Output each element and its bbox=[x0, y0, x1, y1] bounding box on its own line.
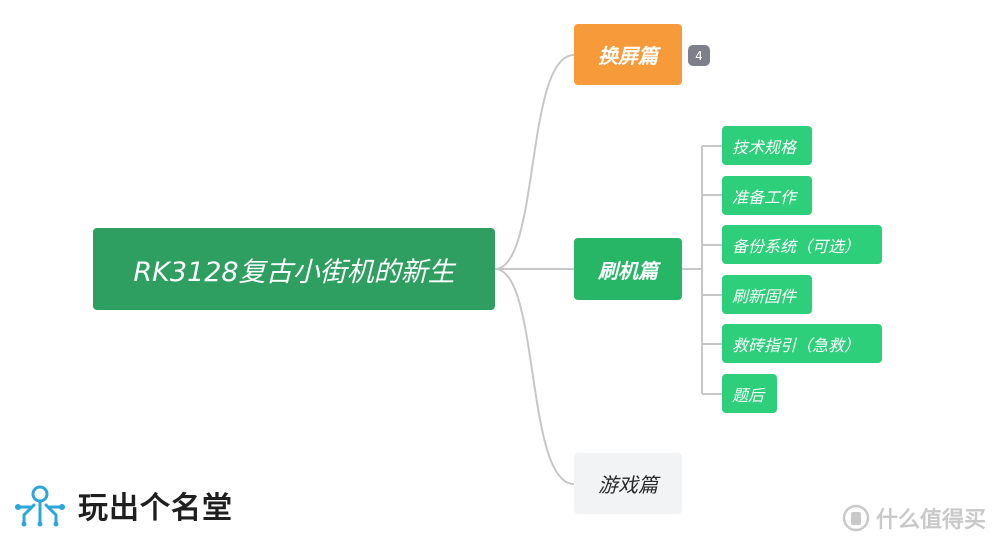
value-badge-icon bbox=[842, 504, 870, 532]
watermark-text: 什么值得买 bbox=[875, 508, 986, 533]
branch-games[interactable]: 游戏篇 bbox=[574, 453, 682, 514]
root-node[interactable]: RK3128复古小街机的新生 bbox=[93, 228, 495, 310]
circuit-person-icon bbox=[15, 485, 65, 527]
leaf-flash-firmware[interactable]: 刷新固件 bbox=[722, 275, 812, 314]
edge-root-swap-screen bbox=[494, 54, 575, 270]
edge-root-games bbox=[494, 268, 575, 485]
leaf-backup-system[interactable]: 备份系统（可选） bbox=[722, 225, 882, 264]
branch-flash[interactable]: 刷机篇 bbox=[574, 238, 682, 300]
leaf-afterword[interactable]: 题后 bbox=[722, 374, 777, 413]
leaf-tech-specs[interactable]: 技术规格 bbox=[722, 126, 812, 165]
leaf-unbrick-guide[interactable]: 救砖指引（急救） bbox=[722, 324, 882, 363]
count-badge[interactable]: 4 bbox=[688, 45, 710, 66]
branch-swap-screen[interactable]: 换屏篇 bbox=[574, 24, 682, 85]
brand-logo: 玩出个名堂 bbox=[12, 483, 233, 527]
edge-flash-trunk bbox=[682, 146, 703, 394]
leaf-preparation[interactable]: 准备工作 bbox=[722, 176, 812, 215]
watermark: 什么值得买 bbox=[842, 502, 986, 534]
logo-text: 玩出个名堂 bbox=[78, 491, 233, 526]
